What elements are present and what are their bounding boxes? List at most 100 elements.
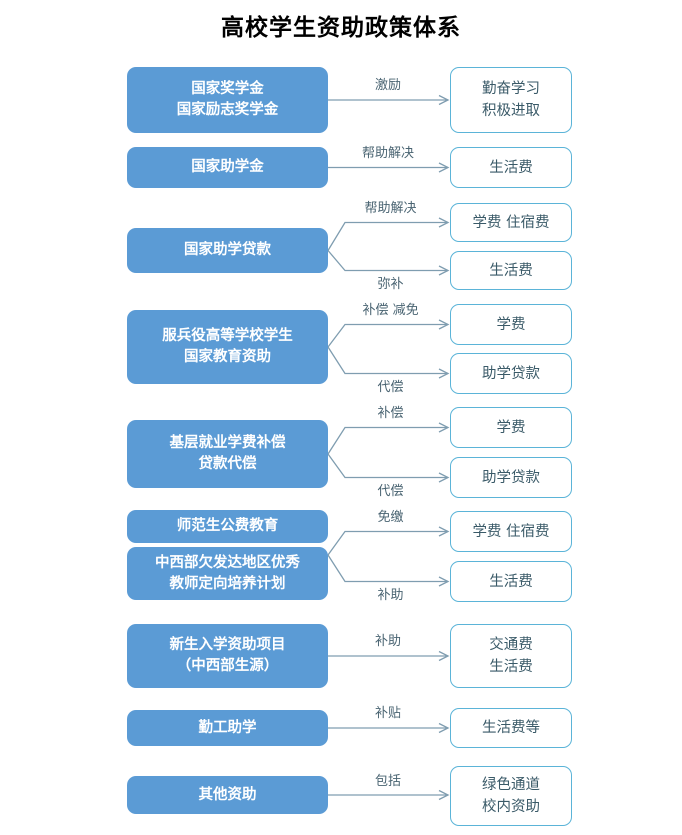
node-text: 国家助学金	[191, 157, 264, 178]
source-box-work-study[interactable]: 勤工助学	[127, 710, 328, 746]
node-text-line: 基层就业学费补偿	[169, 435, 286, 451]
edge-label-grant-1: 帮助解决	[361, 145, 414, 161]
node-text-line: 交通费	[489, 637, 533, 653]
node-text-line: 国家励志奖学金	[176, 102, 279, 118]
node-text-line: 生活费等	[482, 720, 540, 736]
node-text-line: 国家奖学金	[191, 81, 264, 97]
node-text: 交通费生活费	[489, 634, 533, 678]
source-box-grassroots-employment[interactable]: 基层就业学费补偿贷款代偿	[127, 420, 328, 488]
target-box-work-study-1[interactable]: 生活费等	[450, 708, 572, 748]
node-text: 助学贷款	[482, 363, 540, 385]
arrowhead-teacher-education-1	[438, 526, 450, 537]
arrowhead-grassroots-employment-1	[438, 422, 450, 433]
node-text-line: 勤奋学习	[482, 81, 540, 97]
target-box-military-service-2[interactable]: 助学贷款	[450, 353, 572, 394]
node-text-line: 积极进取	[482, 103, 540, 119]
arrowhead-teacher-education-2	[438, 576, 450, 587]
node-text-line: 助学贷款	[482, 469, 540, 486]
node-text-line: 中西部欠发达地区优秀	[155, 554, 300, 571]
arrowhead-grant-1	[438, 162, 450, 173]
node-text: 学费	[497, 417, 526, 439]
node-text: 绿色通道校内资助	[482, 774, 540, 818]
edge-label-scholarship-1: 激励	[374, 78, 401, 93]
node-text-line: 国家助学贷款	[184, 242, 271, 258]
source-box-grant[interactable]: 国家助学金	[127, 147, 328, 188]
target-box-teacher-education-2[interactable]: 生活费	[450, 561, 572, 602]
node-text-line: 学费 住宿费	[472, 523, 550, 540]
edge-label-grassroots-employment-2: 代偿	[377, 483, 404, 499]
node-text: 基层就业学费补偿贷款代偿	[170, 433, 286, 475]
node-text: 新生入学资助项目 （中西部生源）	[170, 635, 286, 677]
node-text: 生活费	[489, 157, 533, 179]
node-text-line: 学费	[496, 419, 526, 436]
node-text: 学费 住宿费	[472, 212, 549, 234]
source-box-scholarship[interactable]: 国家奖学金国家励志奖学金	[127, 67, 328, 133]
page-title: 高校学生资助政策体系	[221, 15, 461, 41]
node-text-line: （中西部生源）	[176, 658, 279, 674]
node-text: 国家助学贷款	[184, 240, 271, 261]
source-box-freshman-aid[interactable]: 新生入学资助项目 （中西部生源）	[127, 624, 328, 688]
node-text: 助学贷款	[482, 467, 540, 489]
node-text-line: 生活费	[489, 659, 533, 675]
node-text-line: 学费	[496, 316, 526, 333]
source-box-military-service[interactable]: 服兵役高等学校学生国家教育资助	[127, 310, 328, 384]
connector-teacher-education-1	[327, 530, 448, 556]
arrowhead-freshman-aid-1	[438, 650, 450, 662]
edge-label-teacher-education-1: 免缴	[377, 509, 404, 525]
source-box-student-loan[interactable]: 国家助学贷款	[127, 228, 328, 273]
target-box-grassroots-employment-2[interactable]: 助学贷款	[450, 457, 572, 498]
target-box-military-service-1[interactable]: 学费	[450, 304, 572, 345]
arrowhead-other-aid-1	[438, 789, 450, 801]
edge-label-work-study-1: 补贴	[374, 706, 401, 721]
node-text-line: 生活费	[489, 573, 533, 590]
node-text-line: 贷款代偿	[198, 456, 257, 472]
node-text: 生活费	[489, 571, 533, 593]
node-text: 勤奋学习积极进取	[482, 78, 540, 122]
node-text-line: 师范生公费教育	[176, 518, 279, 534]
node-text: 国家奖学金国家励志奖学金	[177, 79, 279, 121]
target-box-scholarship-1[interactable]: 勤奋学习积极进取	[450, 67, 572, 133]
node-text-line: 其他资助	[198, 786, 257, 803]
source-box-other-aid[interactable]: 其他资助	[127, 776, 328, 814]
target-box-teacher-education-1[interactable]: 学费 住宿费	[450, 511, 572, 552]
node-text-line: 校内资助	[482, 799, 540, 815]
node-text: 生活费等	[482, 717, 540, 739]
edge-label-student-loan-2: 弥补	[377, 276, 404, 292]
source-box-teacher-education-2[interactable]: 中西部欠发达地区优秀教师定向培养计划	[127, 547, 328, 600]
target-box-freshman-aid-1[interactable]: 交通费生活费	[450, 624, 572, 688]
node-text-line: 服兵役高等学校学生	[162, 328, 293, 344]
target-box-grassroots-employment-1[interactable]: 学费	[450, 407, 572, 448]
target-box-other-aid-1[interactable]: 绿色通道校内资助	[450, 766, 572, 826]
edge-label-student-loan-1: 帮助解决	[364, 200, 417, 216]
connector-grassroots-employment-2	[327, 453, 448, 479]
arrowhead-military-service-2	[438, 368, 450, 379]
edge-label-other-aid-1: 包括	[374, 774, 401, 789]
node-text-line: 国家助学金	[191, 159, 264, 175]
target-box-student-loan-1[interactable]: 学费 住宿费	[450, 203, 572, 242]
connector-student-loan-2	[327, 250, 448, 272]
node-text: 其他资助	[199, 785, 257, 806]
node-text-line: 学费 住宿费	[472, 214, 550, 231]
node-text-line: 生活费	[489, 262, 533, 279]
node-text: 学费	[497, 314, 526, 336]
node-text: 生活费	[489, 260, 533, 282]
arrowhead-student-loan-1	[438, 217, 450, 228]
node-text-line: 勤工助学	[198, 719, 257, 736]
arrowhead-work-study-1	[438, 722, 450, 734]
source-box-teacher-education-1[interactable]: 师范生公费教育	[127, 510, 328, 543]
edge-label-military-service-1: 补偿 减免	[362, 302, 419, 318]
node-text: 中西部欠发达地区优秀教师定向培养计划	[155, 553, 300, 595]
node-text-line: 教师定向培养计划	[169, 575, 286, 592]
connector-grassroots-employment-1	[327, 426, 448, 455]
target-box-grant-1[interactable]: 生活费	[450, 147, 572, 188]
node-text: 师范生公费教育	[177, 516, 279, 537]
node-text: 勤工助学	[199, 718, 257, 739]
node-text-line: 新生入学资助项目	[169, 637, 286, 653]
connector-teacher-education-2	[327, 554, 448, 583]
edge-label-grassroots-employment-1: 补偿	[377, 405, 404, 421]
edge-label-military-service-2: 代偿	[377, 379, 404, 395]
node-text: 学费 住宿费	[472, 521, 549, 543]
target-box-student-loan-2[interactable]: 生活费	[450, 251, 572, 290]
